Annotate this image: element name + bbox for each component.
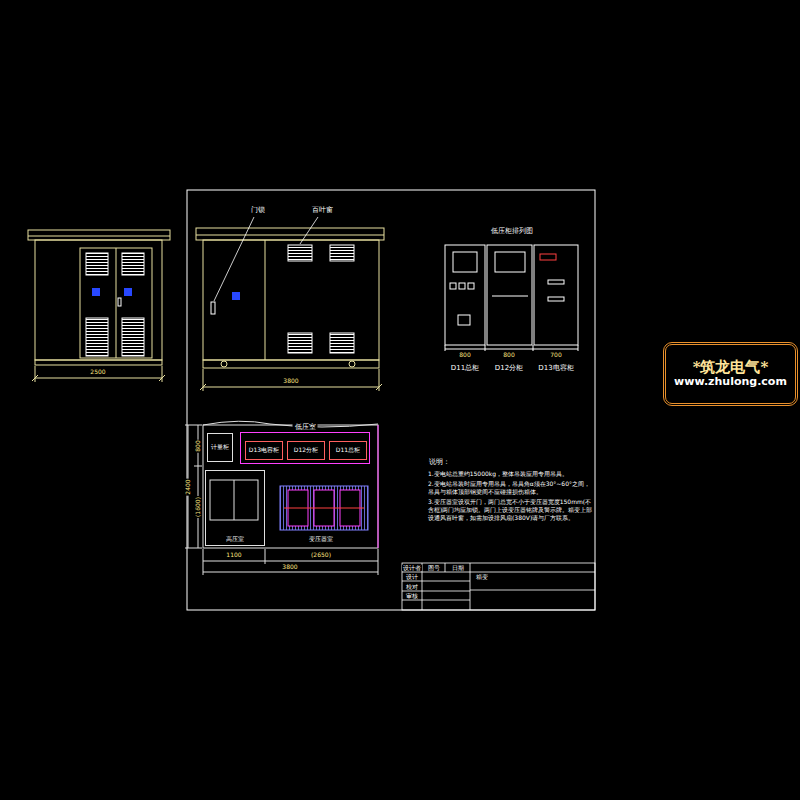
drawing-name: 箱变: [475, 574, 489, 581]
dimension: (2650): [310, 552, 332, 559]
title-cell: 日期: [451, 565, 465, 571]
callout-label: 门锁: [250, 206, 266, 214]
cabinet-box: D11总柜: [329, 441, 367, 460]
transformer-room: 变压器室: [268, 468, 374, 546]
dimension: (1600): [195, 496, 202, 518]
dimension: 800: [458, 352, 471, 359]
cabinet-name: D13电容柜: [537, 364, 574, 372]
title-block: [402, 563, 595, 610]
title-cell: 设计者: [402, 565, 422, 571]
room-heading: 低压室: [293, 423, 318, 431]
title-cell: 图号: [427, 565, 441, 571]
node-text: D12分柜: [294, 447, 318, 454]
dimension: 800: [502, 352, 515, 359]
low-voltage-room: 低压室D13电容柜D12分柜D11总柜: [240, 432, 370, 464]
cabinet-elevation: [445, 245, 578, 351]
sheet-frame: [187, 190, 595, 610]
note-text: 1.变电站总重约15000kg，整体吊装应用专用吊具。: [428, 470, 593, 478]
node-text: D11总柜: [336, 447, 360, 454]
front-elevation: [28, 230, 170, 382]
note-text: 2.变电站吊装时应用专用吊具，吊具角α须在30°~60°之间，吊具与箱体顶部钢梁…: [428, 480, 593, 496]
dimension: 3800: [282, 378, 299, 385]
view-title: 低压柜排列图: [490, 227, 534, 235]
node-text: www.zhulong.com: [674, 376, 787, 389]
node-text: 计量柜: [211, 444, 229, 451]
callout-label: 百叶窗: [311, 206, 334, 214]
cabinet-box: D13电容柜: [245, 441, 283, 460]
notes-heading: 说明：: [428, 458, 451, 466]
dimension: 2500: [89, 369, 106, 376]
dimension: 2400: [185, 478, 192, 495]
dimension: 700: [549, 352, 562, 359]
node-text: 高压室: [226, 536, 244, 543]
dimension: 800: [195, 439, 202, 452]
title-cell: 审核: [405, 593, 419, 599]
note-text: 3.变压器室设双开门，两门总宽不小于变压器宽度150mm(不含框)两门均应加锁。…: [428, 498, 593, 522]
metering-box: 计量柜: [207, 433, 233, 462]
cabinet-name: D12分柜: [494, 364, 524, 372]
node-text: D13电容柜: [249, 447, 279, 454]
title-cell: 校对: [405, 583, 419, 589]
leader-lines: [214, 217, 318, 301]
title-cell: 设计: [405, 574, 419, 580]
cabinet-name: D11总柜: [450, 364, 480, 372]
watermark-box: *筑龙电气*www.zhulong.com: [663, 342, 798, 406]
plan-view: [185, 421, 378, 575]
high-voltage-room: 高压室: [205, 470, 265, 546]
cabinet-box: D12分柜: [287, 441, 325, 460]
node-text: 变压器室: [309, 536, 333, 543]
node-text: *筑龙电气*: [693, 359, 769, 376]
dimension: 3800: [281, 564, 298, 571]
side-elevation: [196, 228, 384, 391]
dimension: 1100: [225, 552, 242, 559]
notes-area: 1.变电站总重约15000kg，整体吊装应用专用吊具。 2.变电站吊装时应用专用吊…: [428, 470, 593, 524]
